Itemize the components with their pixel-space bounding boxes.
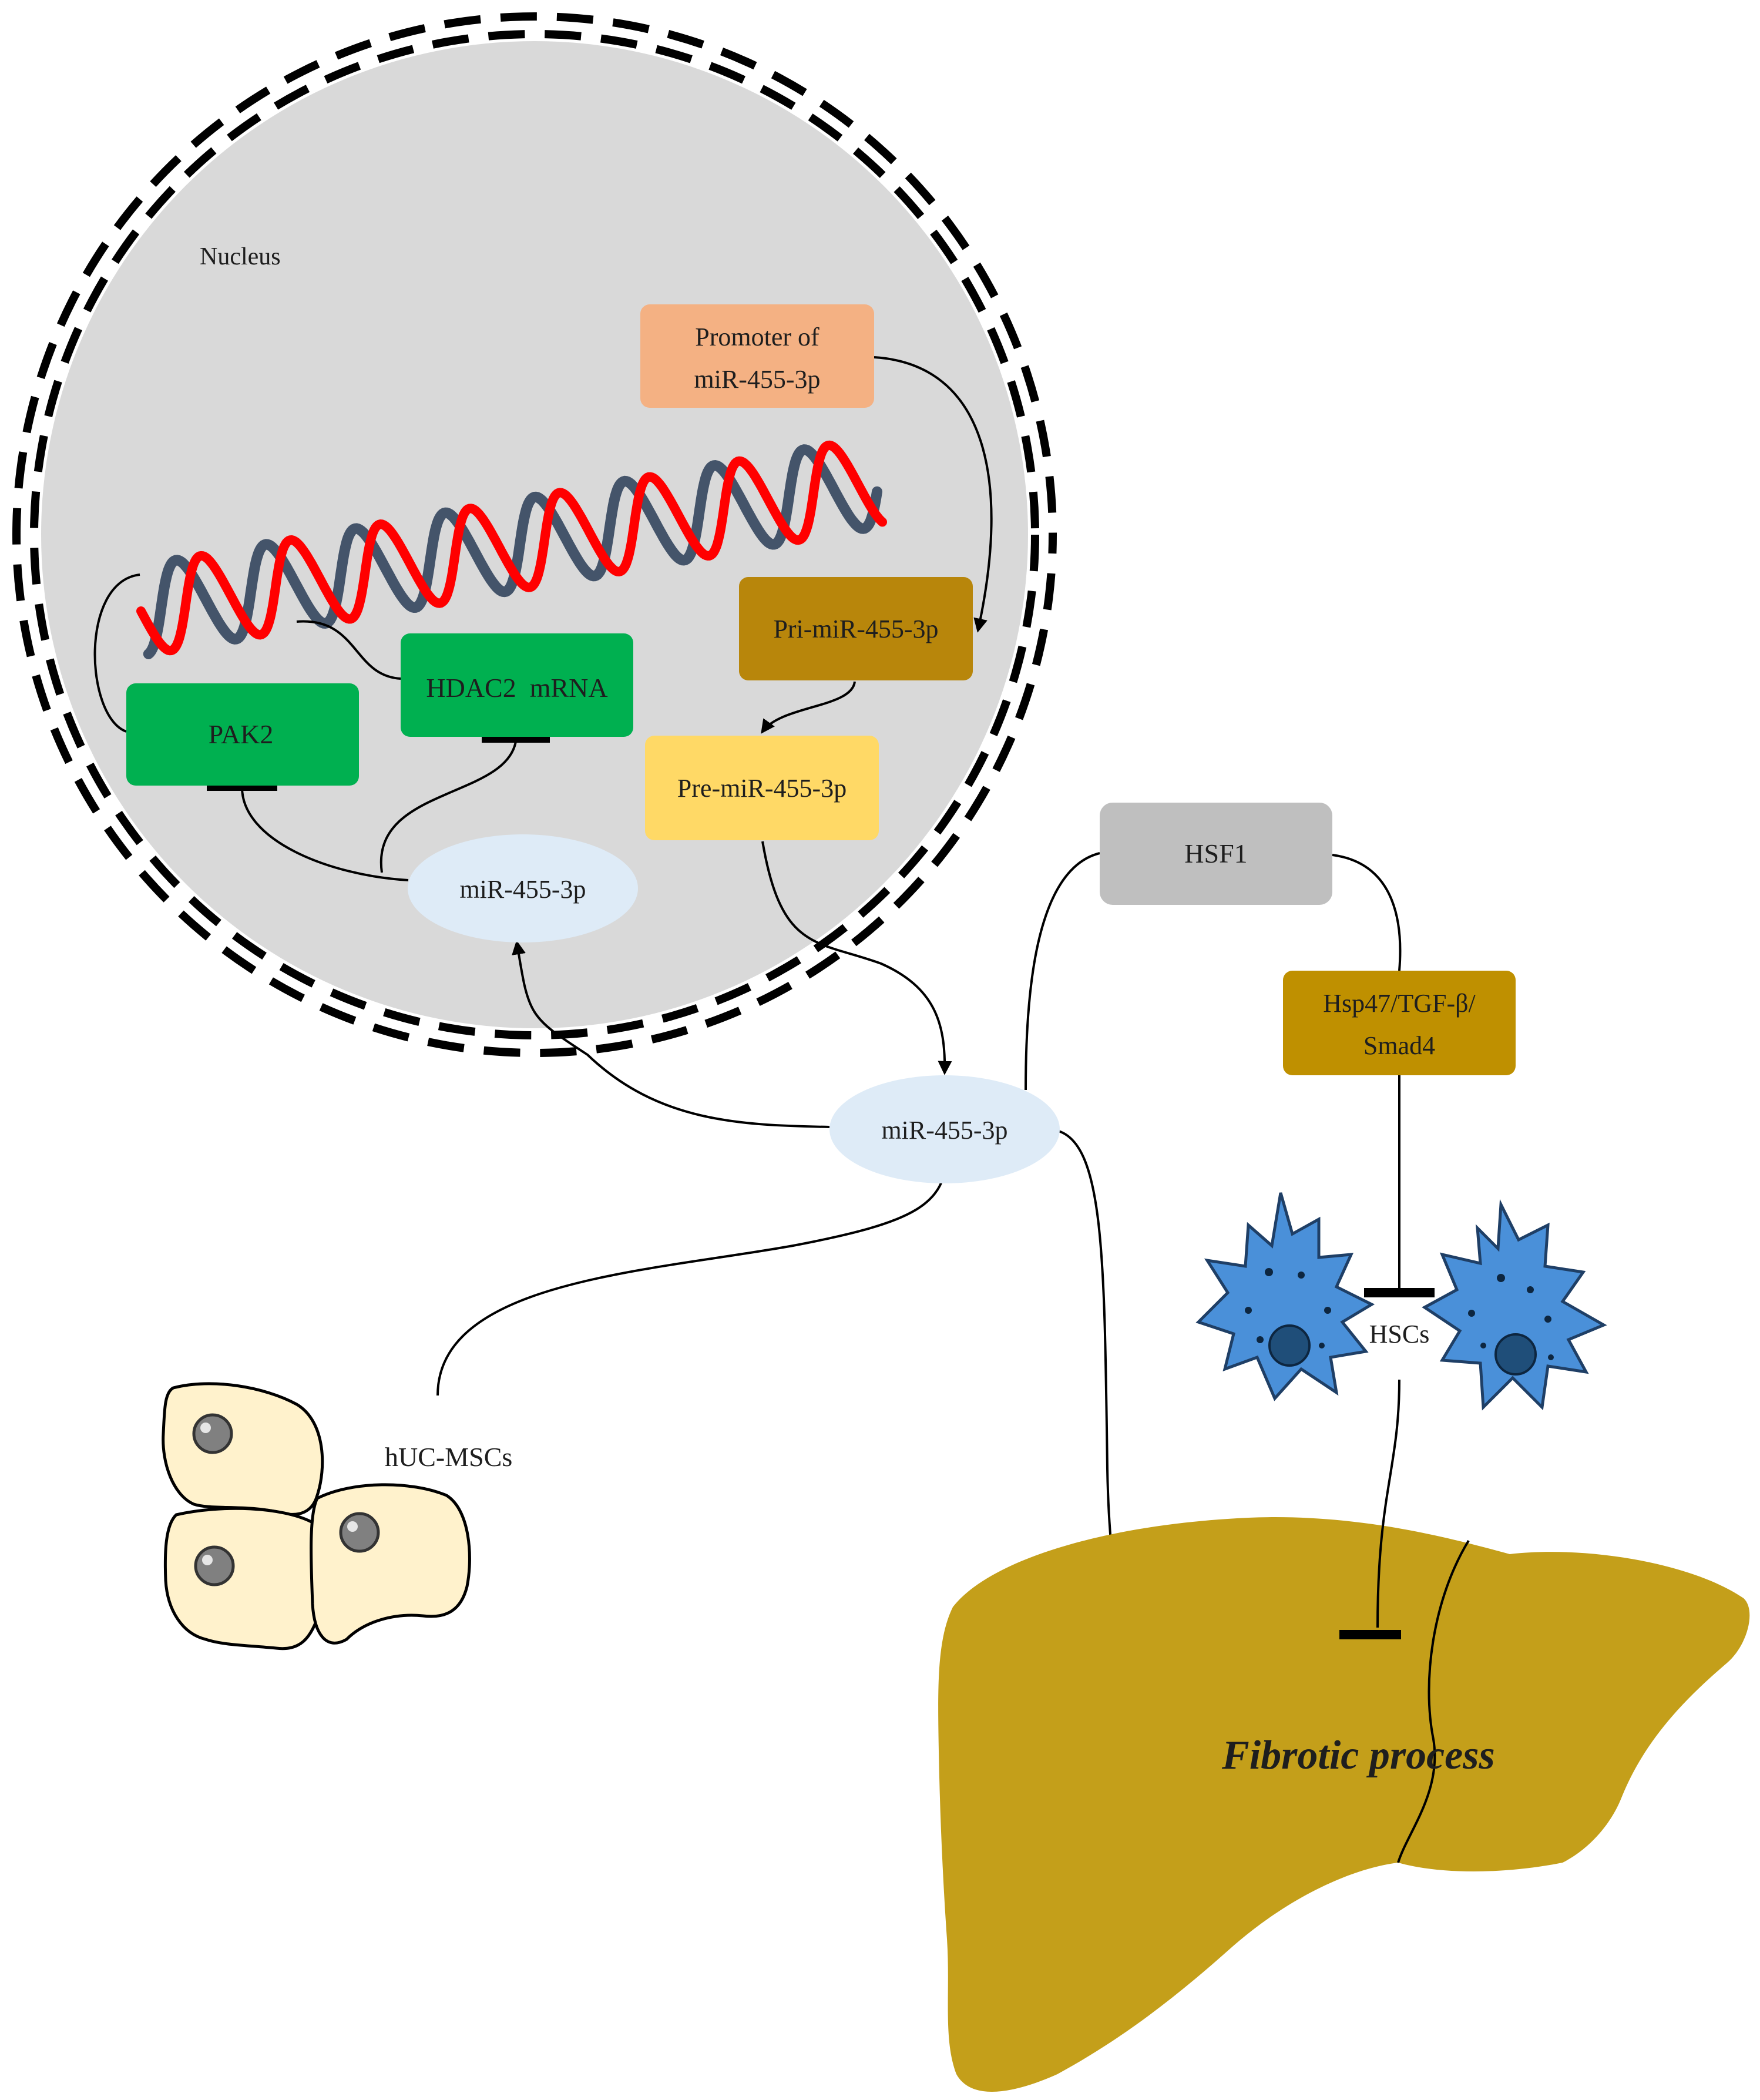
hucmscs-label: hUC-MSCs xyxy=(385,1442,512,1472)
hsc-cell-left-body xyxy=(1195,1192,1375,1401)
mirna-ellipse-nucleus: miR-455-3p xyxy=(408,834,638,942)
hsf1-to-hsp47-line xyxy=(1332,854,1402,971)
msc-cell-bottom-left-nucleus xyxy=(194,1545,235,1586)
mir-to-hdac2-inhibit-line xyxy=(379,741,517,873)
hsc-cell-right xyxy=(1422,1199,1607,1411)
msc-cell-cluster xyxy=(162,1382,471,1651)
mirna-nucleus-label: miR-455-3p xyxy=(459,875,586,904)
mscs-to-center-mir-arrow xyxy=(436,1150,954,1396)
dna-helix xyxy=(136,440,887,659)
dna-to-hdac2-line xyxy=(296,620,401,680)
pre-to-center-mir-arrow xyxy=(761,841,952,1075)
liver-lobe-seam xyxy=(1397,1539,1470,1863)
hsp47-label-line2: Smad4 xyxy=(1363,1031,1435,1060)
hscs-to-liver-inhibit-line xyxy=(1376,1379,1400,1628)
promoter-to-pri-arrow xyxy=(874,356,993,633)
pak2-box: PAK2 xyxy=(126,683,359,786)
hsp47-label-line1: Hsp47/TGF-β/ xyxy=(1323,989,1476,1018)
pre-mir-label: Pre-miR-455-3p xyxy=(677,774,847,803)
msc-cell-right-nucleus xyxy=(339,1512,380,1553)
hdac2-label: HDAC2 mRNA xyxy=(426,673,607,703)
pri-mir-label: Pri-miR-455-3p xyxy=(773,615,938,643)
hscs-label: HSCs xyxy=(1369,1320,1430,1348)
msc-cell-top-nucleus xyxy=(192,1413,233,1454)
mirna-ellipse-center: miR-455-3p xyxy=(829,1075,1060,1183)
nucleus-membrane-outer xyxy=(12,12,1057,1057)
pre-mir-box: Pre-miR-455-3p xyxy=(645,736,879,840)
pri-mir-box: Pri-miR-455-3p xyxy=(739,577,973,680)
center-mir-to-hsf1-line xyxy=(1025,852,1100,1091)
dna-strand-red xyxy=(136,440,887,656)
nucleus-label: Nucleus xyxy=(200,243,281,270)
center-mir-to-nucleus-mir-arrow xyxy=(512,940,830,1128)
hsc-cell-right-nucleus xyxy=(1494,1333,1537,1376)
pri-to-pre-arrow xyxy=(761,681,856,734)
promoter-label-line1: Promoter of xyxy=(695,323,819,351)
hsf1-box: HSF1 xyxy=(1100,803,1332,905)
hsp47-box: Hsp47/TGF-β/ Smad4 xyxy=(1283,971,1516,1075)
hsf1-label: HSF1 xyxy=(1184,838,1247,868)
pak2-label: PAK2 xyxy=(209,719,274,749)
msc-cell-top xyxy=(162,1382,324,1516)
msc-cell-right xyxy=(310,1483,471,1645)
promoter-label-line2: miR-455-3p xyxy=(694,365,820,394)
mirna-center-label: miR-455-3p xyxy=(881,1116,1007,1145)
fibrotic-process-label: Fibrotic process xyxy=(1221,1733,1495,1778)
hsc-cell-right-body xyxy=(1422,1199,1607,1411)
mir-to-pak2-inhibit-line xyxy=(240,786,409,881)
dna-to-pak2-line xyxy=(93,573,140,733)
promoter-box: Promoter of miR-455-3p xyxy=(640,304,874,408)
nucleus-membrane-inner xyxy=(30,30,1039,1039)
hsc-cell-left-nucleus xyxy=(1268,1324,1311,1367)
liver-shape xyxy=(938,1517,1750,2092)
msc-cell-bottom-left xyxy=(163,1507,328,1651)
hdac2-box: HDAC2 mRNA xyxy=(401,633,633,737)
hsc-cell-left xyxy=(1195,1192,1375,1401)
